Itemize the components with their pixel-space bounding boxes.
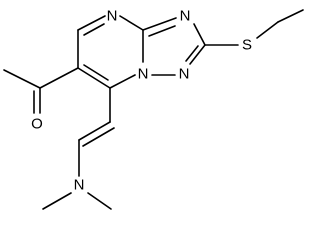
bond-carbonyl-methyl: [3, 69, 41, 89]
bond-s-ch2: [256, 21, 279, 39]
bond-vinyl-double-inner: [82, 127, 115, 147]
bond-c7-c6: [77, 67, 111, 89]
atom-label-n-triazole-bottom: N: [179, 66, 190, 83]
bond-c6-carbonyl: [39, 67, 79, 89]
atom-label-n-triazole-right: N: [180, 8, 191, 25]
atom-label-n-amine: N: [74, 177, 85, 194]
bond-c5-n-top-inner: [83, 23, 105, 36]
bond-n-methyl-right: [87, 192, 112, 210]
atom-label-s: S: [242, 37, 252, 54]
bond-ch2-ch3: [277, 9, 304, 23]
atom-label-n-top: N: [107, 8, 118, 25]
atom-label-n-bridge: N: [138, 66, 149, 83]
bond-n-bridge-c7: [109, 74, 136, 89]
bond-n-top-c8a: [119, 15, 144, 31]
bond-c7-c6-inner: [83, 64, 109, 81]
bond-n-right-c2: [193, 23, 206, 46]
bond-c5-n-top: [77, 15, 106, 31]
atom-label-o: O: [31, 116, 43, 133]
bond-c8a-n-right: [142, 17, 177, 31]
bond-vinyl-double: [78, 121, 111, 141]
bond-n-methyl-left: [42, 192, 72, 210]
chemical-structure: N N N N S O N: [3, 8, 304, 210]
bond-c2-n-bottom: [189, 44, 206, 65]
bond-c2-n-bottom-inner: [185, 45, 199, 62]
bond-c8a-n-right-inner: [148, 25, 176, 37]
